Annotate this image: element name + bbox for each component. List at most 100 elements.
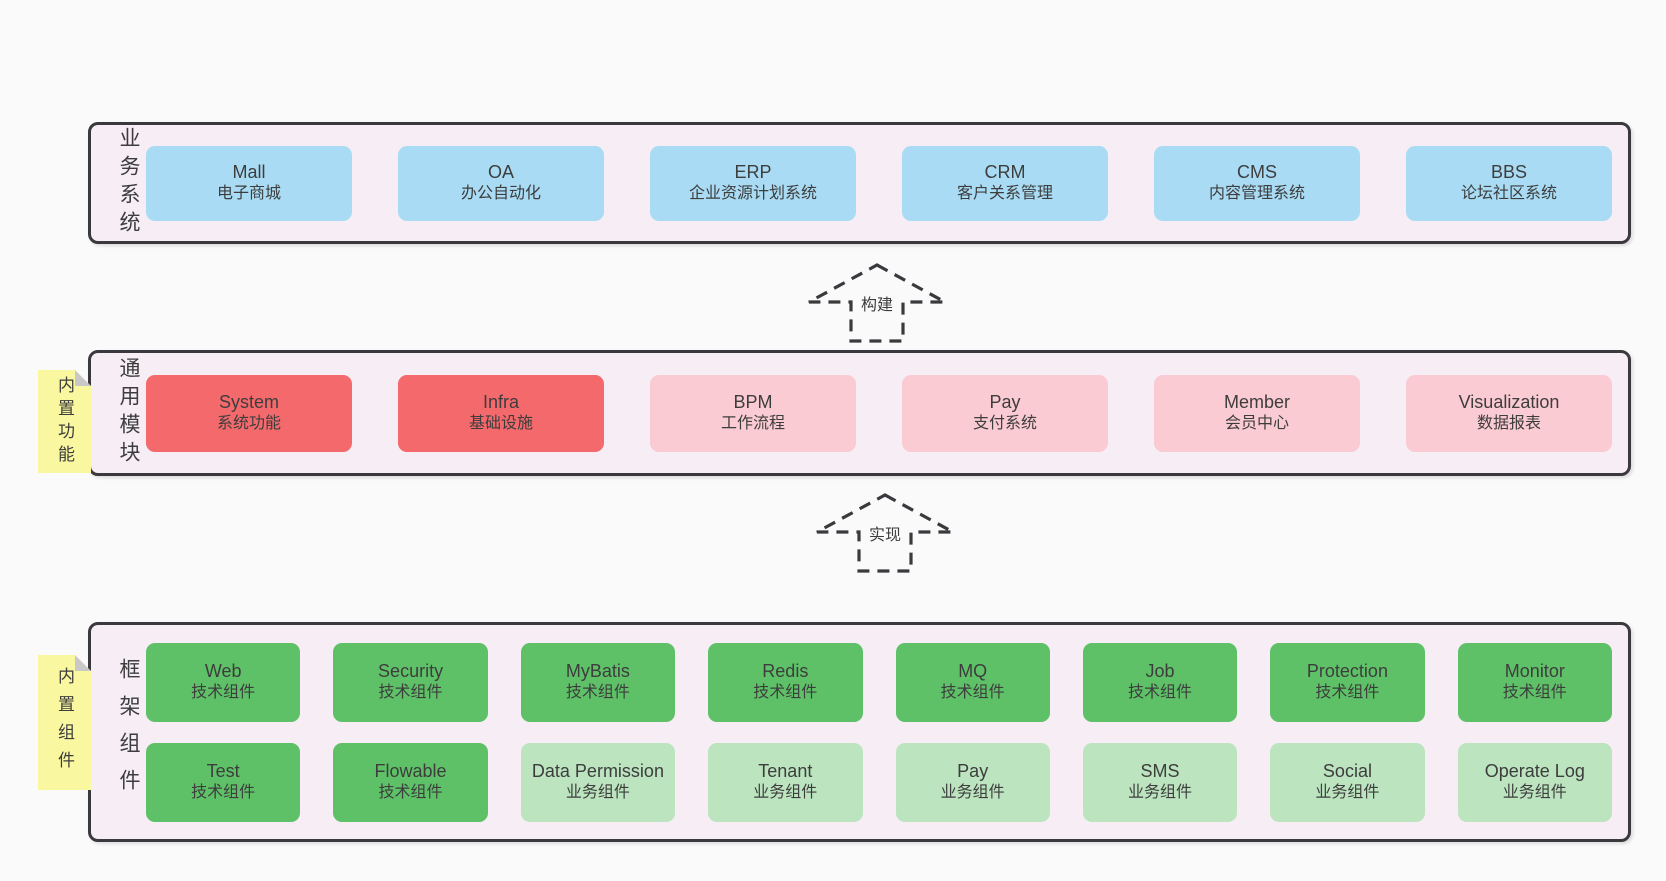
- module-name-zh: 基础设施: [468, 415, 533, 433]
- box-row: Test 技术组件 Flowable 技术组件 Data Permission 业务组件 T…: [146, 742, 1612, 822]
- module-box-system: System 系统功能: [146, 374, 352, 452]
- sticky-note-built-in-features: 内置功能: [38, 370, 91, 473]
- module-name-zh: 数据报表: [1476, 415, 1541, 433]
- module-name-en: Pay: [989, 391, 1021, 412]
- module-box-redis: Redis 技术组件: [708, 642, 863, 722]
- module-box-mybatis: MyBatis 技术组件: [520, 642, 676, 722]
- module-name-en: MQ: [958, 660, 988, 681]
- build-arrow: 构建: [806, 262, 948, 344]
- module-name-en: BBS: [1490, 161, 1528, 182]
- module-name-en: Flowable: [374, 760, 447, 781]
- module-name-en: Web: [204, 660, 242, 681]
- module-name-en: System: [218, 391, 279, 412]
- module-box-sms: SMS 业务组件: [1082, 742, 1238, 822]
- sticky-note-text: 内置组件: [55, 666, 74, 779]
- band-common-modules: 通用模块 System 系统功能 Infra 基础设施 BPM 工作流程 Pay 支付系统 Me…: [88, 350, 1631, 476]
- build-arrow-label: 构建: [857, 290, 897, 316]
- module-name-zh: 技术组件: [1315, 684, 1380, 702]
- module-name-en: Social: [1322, 760, 1372, 781]
- module-box-web: Web 技术组件: [146, 642, 301, 722]
- module-name-zh: 电子商城: [216, 185, 281, 203]
- module-name-en: MyBatis: [565, 660, 630, 681]
- module-name-en: SMS: [1140, 760, 1180, 781]
- module-name-zh: 技术组件: [378, 684, 443, 702]
- dashed-up-arrow-icon: [816, 493, 954, 573]
- module-box-data-permission: Data Permission 业务组件: [520, 742, 676, 822]
- module-name-en: OA: [487, 161, 514, 182]
- module-name-zh: 技术组件: [753, 684, 818, 702]
- module-name-zh: 办公自动化: [460, 185, 541, 203]
- module-name-en: Monitor: [1504, 660, 1565, 681]
- module-name-zh: 技术组件: [191, 784, 256, 802]
- module-name-en: Mall: [232, 161, 266, 182]
- module-box-visualization: Visualization 数据报表: [1406, 374, 1612, 452]
- module-box-flowable: Flowable 技术组件: [333, 742, 488, 822]
- module-name-zh: 支付系统: [972, 415, 1037, 433]
- module-name-en: CRM: [984, 161, 1026, 182]
- module-name-zh: 客户关系管理: [956, 185, 1053, 203]
- module-name-en: Pay: [957, 760, 989, 781]
- band-label-framework-components: 框架组件: [117, 658, 140, 806]
- module-name-zh: 技术组件: [378, 784, 443, 802]
- module-box-job: Job 技术组件: [1082, 642, 1238, 722]
- implement-arrow-label: 实现: [865, 520, 905, 546]
- module-name-en: BPM: [733, 391, 773, 412]
- sticky-note-text: 内置功能: [55, 375, 74, 468]
- module-name-en: Operate Log: [1484, 760, 1585, 781]
- module-name-zh: 业务组件: [1128, 784, 1193, 802]
- module-box-cms: CMS 内容管理系统: [1154, 145, 1360, 221]
- module-name-zh: 论坛社区系统: [1460, 185, 1557, 203]
- module-name-zh: 内容管理系统: [1208, 185, 1305, 203]
- module-name-en: Job: [1145, 660, 1175, 681]
- module-name-zh: 业务组件: [940, 784, 1005, 802]
- module-box-pay: Pay 业务组件: [895, 742, 1050, 822]
- module-name-en: Test: [206, 760, 240, 781]
- module-box-protection: Protection 技术组件: [1270, 642, 1425, 722]
- sticky-note-built-in-components: 内置组件: [38, 655, 91, 790]
- module-box-test: Test 技术组件: [146, 742, 301, 822]
- module-name-zh: 技术组件: [191, 684, 256, 702]
- module-name-en: Security: [378, 660, 444, 681]
- module-name-zh: 业务组件: [753, 784, 818, 802]
- module-name-zh: 技术组件: [565, 684, 630, 702]
- module-name-zh: 系统功能: [216, 415, 281, 433]
- module-box-mq: MQ 技术组件: [895, 642, 1050, 722]
- module-name-en: Protection: [1306, 660, 1388, 681]
- module-name-zh: 业务组件: [565, 784, 630, 802]
- band-label-business-systems: 业务系统: [117, 127, 140, 239]
- module-box-bbs: BBS 论坛社区系统: [1406, 145, 1612, 221]
- module-name-zh: 技术组件: [940, 684, 1005, 702]
- module-name-zh: 企业资源计划系统: [688, 185, 817, 203]
- module-name-en: Redis: [762, 660, 809, 681]
- module-name-zh: 业务组件: [1502, 784, 1567, 802]
- module-box-social: Social 业务组件: [1270, 742, 1425, 822]
- module-box-crm: CRM 客户关系管理: [902, 145, 1108, 221]
- module-name-en: Data Permission: [531, 760, 664, 781]
- module-box-mall: Mall 电子商城: [146, 145, 352, 221]
- module-name-en: Visualization: [1458, 391, 1560, 412]
- module-box-security: Security 技术组件: [333, 642, 488, 722]
- implement-arrow: 实现: [814, 492, 956, 574]
- module-box-bpm: BPM 工作流程: [650, 374, 856, 452]
- module-name-zh: 会员中心: [1224, 415, 1289, 433]
- module-name-zh: 技术组件: [1128, 684, 1193, 702]
- module-box-oa: OA 办公自动化: [398, 145, 604, 221]
- module-box-infra: Infra 基础设施: [398, 374, 604, 452]
- module-name-en: CMS: [1237, 161, 1277, 182]
- module-box-operate-log: Operate Log 业务组件: [1457, 742, 1612, 822]
- module-name-zh: 业务组件: [1315, 784, 1380, 802]
- module-name-zh: 工作流程: [720, 415, 785, 433]
- band-label-common-modules: 通用模块: [117, 357, 140, 469]
- module-name-en: Infra: [482, 391, 520, 412]
